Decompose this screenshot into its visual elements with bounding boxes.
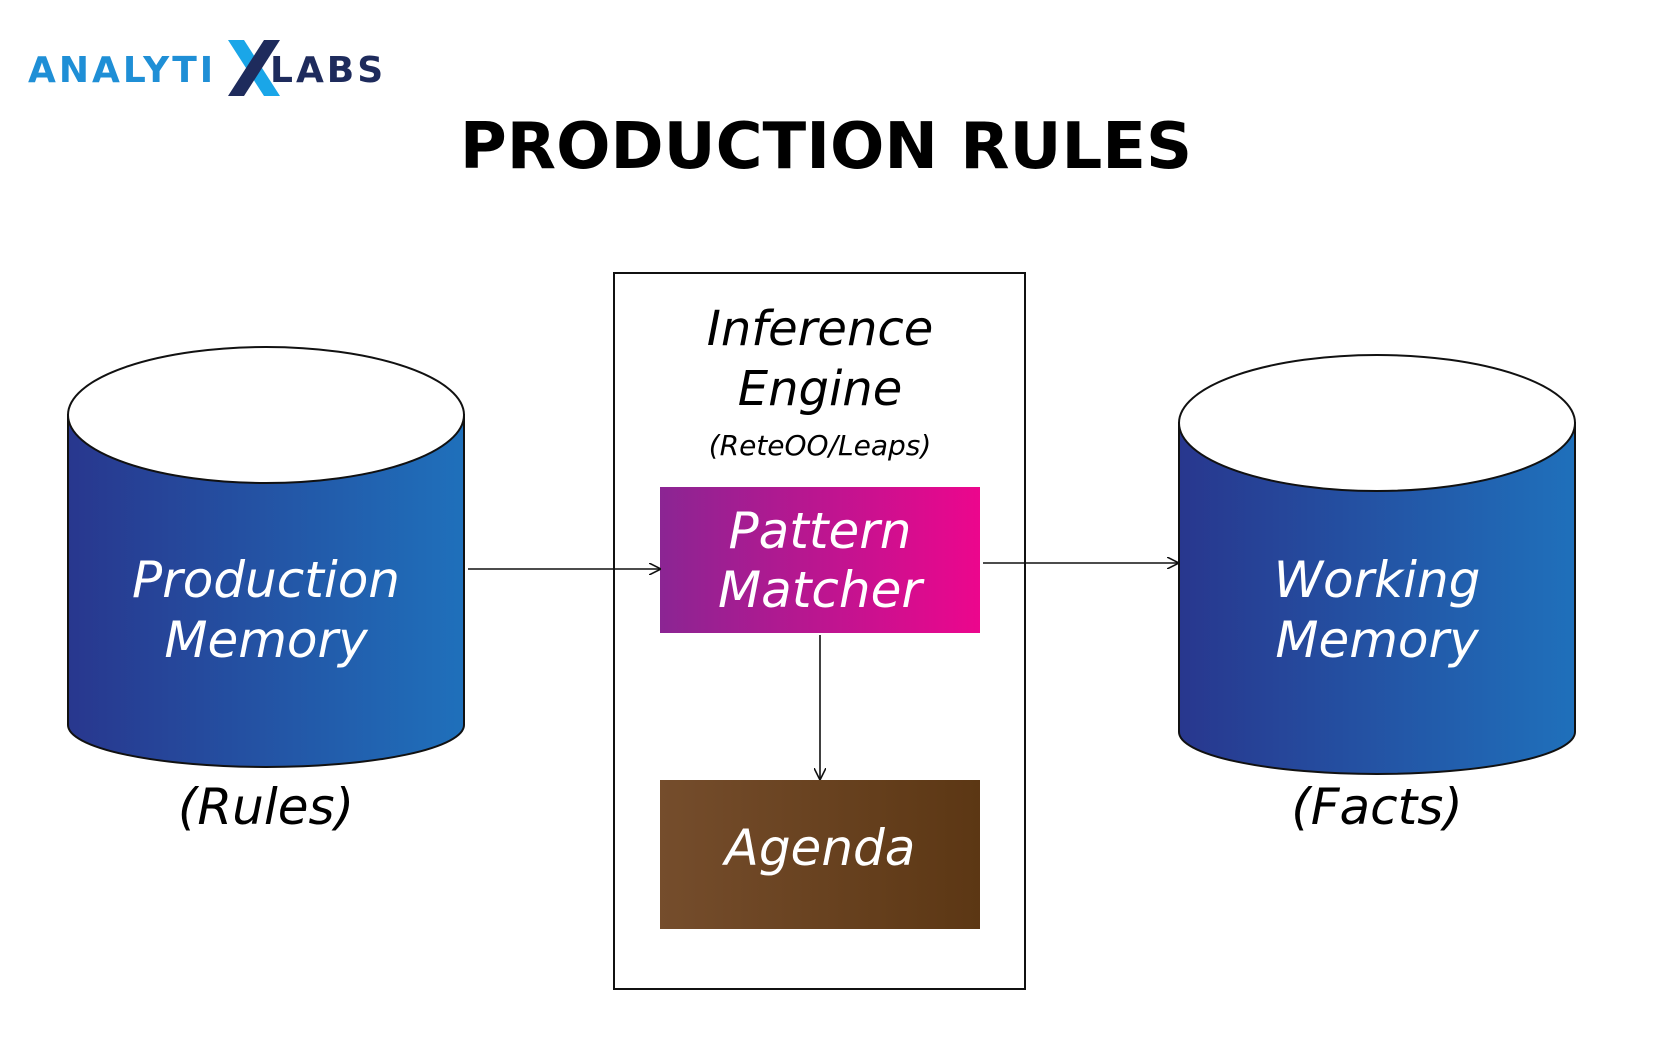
inference-engine-title-line1: Inference [707,301,934,357]
logo-x-mark [228,40,280,96]
working-memory-label-line2: Memory [1275,611,1480,669]
working-memory-caption: (Facts) [1291,778,1463,836]
agenda-label: Agenda [722,819,916,877]
logo-text-analyti: ANALYTI [28,50,216,91]
agenda-box: Agenda [660,780,980,929]
production-memory-label-line1: Production [132,551,400,609]
inference-engine-subtitle: (ReteOO/Leaps) [709,429,932,462]
pattern-matcher-box: Pattern Matcher [660,487,980,633]
working-memory-cylinder: Working Memory [1178,354,1576,775]
pattern-matcher-label-line2: Matcher [718,561,925,619]
logo-text-labs: LABS [270,50,386,91]
analytixlabs-logo: ANALYTI LABS [28,40,386,96]
production-memory-label-line2: Memory [164,611,369,669]
working-memory-label-line1: Working [1274,551,1481,609]
inference-engine-title-line2: Engine [738,361,903,417]
pattern-matcher-label-line1: Pattern [728,502,911,560]
page-title: PRODUCTION RULES [460,110,1192,184]
production-memory-caption: (Rules) [178,778,354,836]
production-memory-cylinder: Production Memory [67,346,465,768]
